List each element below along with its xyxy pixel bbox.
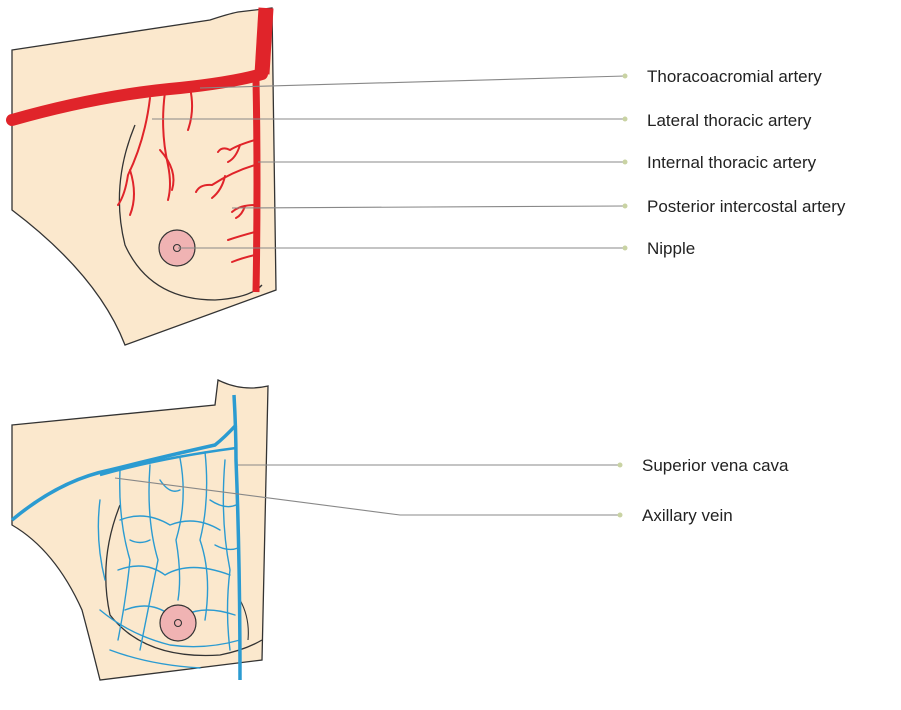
label-lateral-thoracic-artery: Lateral thoracic artery xyxy=(647,111,812,130)
venous-nipple-areola xyxy=(160,605,196,641)
label-nipple: Nipple xyxy=(647,239,695,258)
internal-thoracic-artery xyxy=(256,80,257,292)
label-thoracoacromial-artery: Thoracoacromial artery xyxy=(647,67,822,86)
label-axillary-vein: Axillary vein xyxy=(642,506,733,525)
label-internal-thoracic-artery: Internal thoracic artery xyxy=(647,153,817,172)
artery-ascending-branch xyxy=(262,8,266,74)
label-superior-vena-cava: Superior vena cava xyxy=(642,456,789,475)
label-posterior-intercostal-artery: Posterior intercostal artery xyxy=(647,197,846,216)
arterial-panel: Thoracoacromial artery Lateral thoracic … xyxy=(12,8,846,345)
arterial-torso-outline xyxy=(12,8,276,345)
venous-leader-dots xyxy=(618,463,623,518)
venous-panel: Superior vena cava Axillary vein xyxy=(12,380,789,680)
arterial-leader-dots xyxy=(623,74,628,251)
